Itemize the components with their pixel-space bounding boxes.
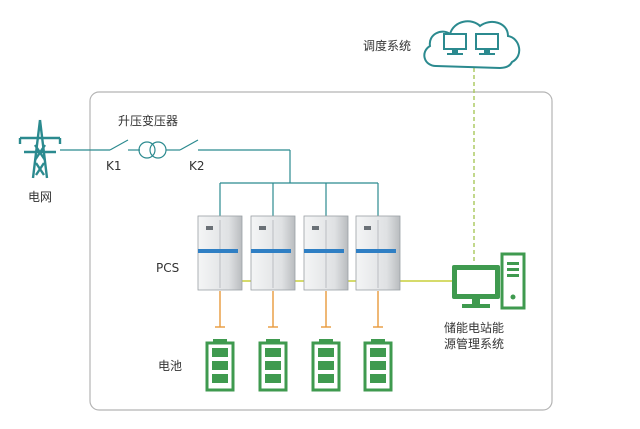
- pcs-cabinet: [355, 215, 401, 291]
- computer-icon: [452, 252, 526, 310]
- battery-icon: [258, 339, 288, 392]
- transformer-coil-left: [138, 141, 156, 159]
- pcs-cabinet: [303, 215, 349, 291]
- transformer-label: 升压变压器: [118, 113, 178, 128]
- cloud-icon: [423, 20, 521, 70]
- battery-label: 电池: [158, 359, 182, 373]
- switch-k2: [179, 139, 199, 151]
- switch-k1: [109, 139, 129, 151]
- batteries: [205, 339, 393, 392]
- battery-icon: [205, 339, 235, 392]
- pcs-cabinets: [197, 215, 401, 291]
- k1-label: K1: [106, 159, 122, 173]
- main-line: [60, 139, 379, 216]
- transformer-coil-right: [149, 141, 167, 159]
- grid-label: 电网: [28, 190, 52, 204]
- pcs-cabinet: [197, 215, 243, 291]
- station-frame: [89, 91, 553, 411]
- battery-icon: [363, 339, 393, 392]
- pcs-label: PCS: [156, 261, 179, 275]
- battery-connectors: [215, 291, 383, 328]
- ems-label-line1: 储能电站能: [444, 320, 504, 335]
- dispatch-label: 调度系统: [363, 38, 411, 53]
- power-tower-icon: [18, 119, 62, 179]
- ems-label-line2: 源管理系统: [444, 336, 504, 351]
- pcs-cabinet: [250, 215, 296, 291]
- k2-label: K2: [189, 159, 205, 173]
- dispatch-monitors-icon: [443, 33, 499, 55]
- battery-icon: [311, 339, 341, 392]
